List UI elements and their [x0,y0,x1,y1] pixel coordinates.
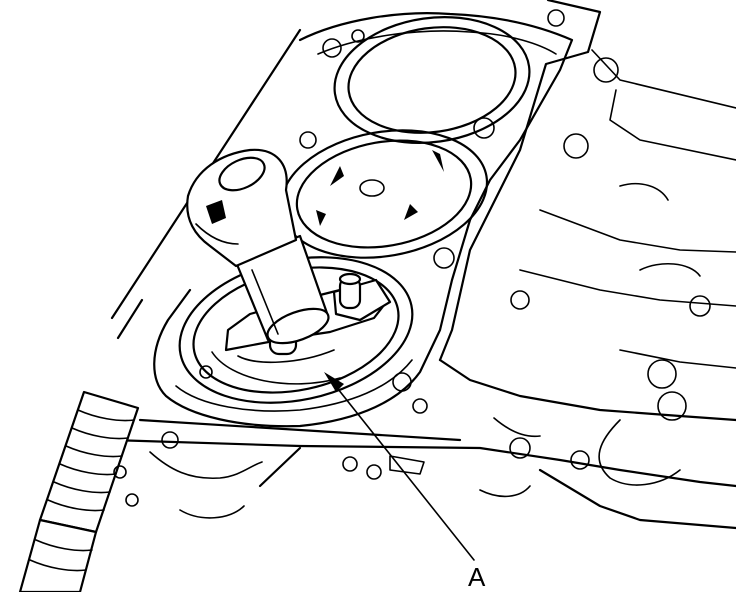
callout-a: A [324,372,486,592]
cylinder-bore-2 [279,117,495,259]
cylinder-bore-1 [322,9,565,144]
ratchet-handle [18,390,140,592]
engine-block-deck [108,0,736,530]
callout-a-label: A [468,562,486,592]
callout-a-arrowhead [324,372,344,392]
block-lower-details [113,431,590,519]
block-right-details [510,49,736,421]
callout-a-leader-line [333,383,475,561]
ratchet-head [186,148,298,268]
